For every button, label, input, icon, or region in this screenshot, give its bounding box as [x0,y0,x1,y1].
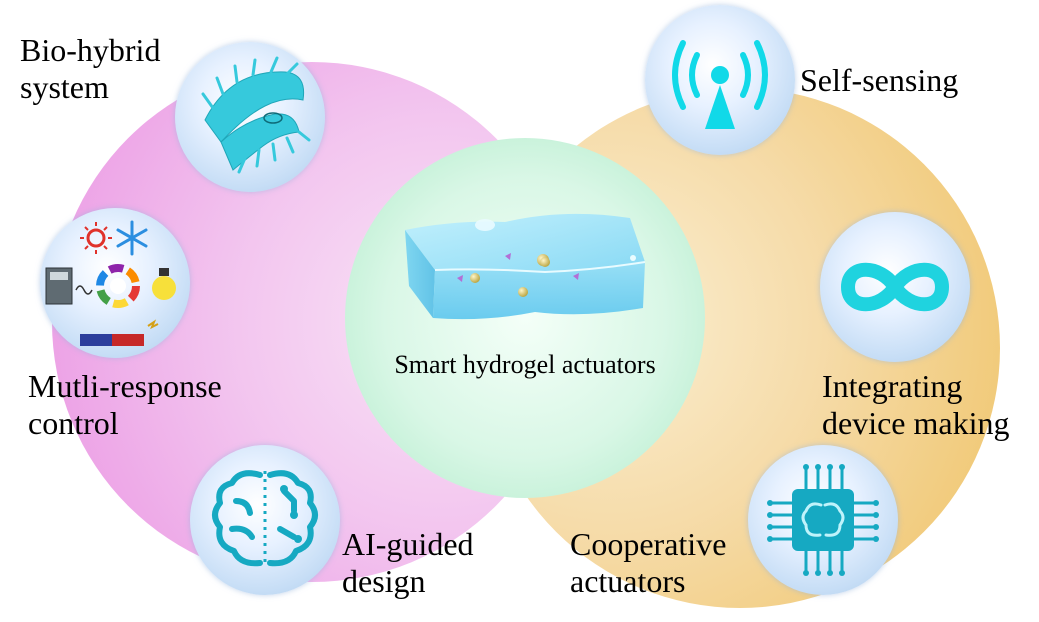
integrating-line-1: Integrating [822,368,963,404]
color-wheel-icon [96,264,140,308]
cooperative-line-2: actuators [570,563,686,599]
brain-circuit-icon [212,470,318,567]
multi-response-line-1: Mutli-response [28,368,222,404]
venus-flytrap-icon [201,56,311,174]
ai-guided-bubble [190,445,340,595]
cooperative-label: Cooperative actuators [570,526,726,600]
integrating-bubble [820,212,970,362]
hydrogel-block-icon [405,213,646,320]
bio-hybrid-line-1: Bio-hybrid [20,32,161,68]
self-sensing-bubble [645,5,795,155]
integrating-line-2: device making [822,405,1010,441]
cooperative-line-1: Cooperative [570,526,727,562]
bulb-icon [152,268,176,300]
multi-response-bubble [40,208,190,358]
infinity-icon [841,262,949,312]
magnet-icon [80,334,144,346]
center-circle [345,138,705,498]
integrating-label: Integrating device making [822,368,1009,442]
ai-guided-line-2: design [342,563,426,599]
self-sensing-line-1: Self-sensing [800,62,959,98]
ai-guided-line-1: AI-guided [342,526,474,562]
self-sensing-label: Self-sensing [800,62,958,99]
bio-hybrid-line-2: system [20,69,109,105]
snowflake-icon [116,220,148,256]
multi-response-line-2: control [28,405,119,441]
sun-icon [80,222,112,254]
cooperative-bubble [748,445,898,595]
multi-response-label: Mutli-response control [28,368,222,442]
chip-brain-icon [767,464,879,576]
broadcast-antenna-icon [672,40,768,129]
bio-hybrid-label: Bio-hybrid system [20,32,160,106]
ai-guided-label: AI-guided design [342,526,474,600]
bio-hybrid-bubble [175,42,325,192]
center-title: Smart hydrogel actuators [394,350,656,379]
stimuli-icon [45,220,176,346]
